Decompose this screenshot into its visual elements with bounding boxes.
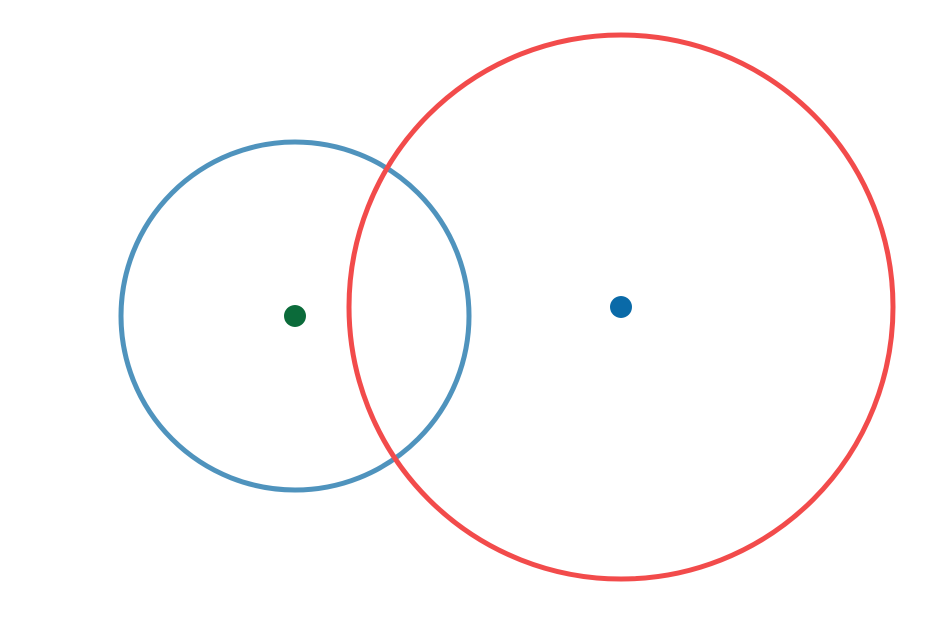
right-circle-outline [346, 32, 896, 582]
right-circle-center-dot [610, 296, 632, 318]
left-circle-outline [118, 139, 472, 493]
left-circle-center-dot [284, 305, 306, 327]
